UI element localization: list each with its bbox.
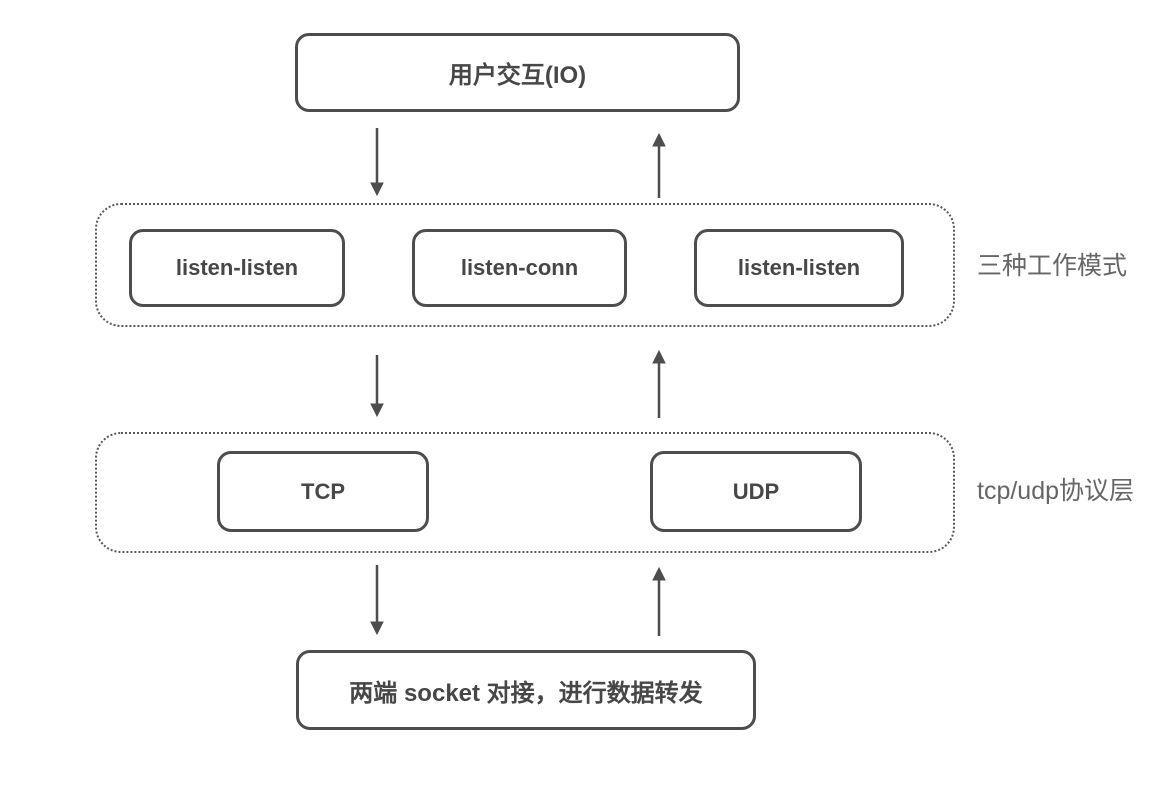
modes-band: listen-listen listen-conn listen-listen <box>95 203 955 327</box>
protocol-band: TCP UDP <box>95 432 955 553</box>
udp-label: UDP <box>732 478 780 504</box>
udp-box: UDP <box>650 451 862 532</box>
modes-band-side-label: 三种工作模式 <box>977 252 1128 280</box>
user-io-label: 用户交互(IO) <box>448 62 587 89</box>
tcp-label: TCP <box>301 478 345 504</box>
mode-box-label: listen-conn <box>460 255 579 280</box>
protocol-band-side-label: tcp/udp协议层 <box>977 477 1135 505</box>
mode-box-listen-listen-1: listen-listen <box>129 229 345 307</box>
mode-box-label: listen-listen <box>175 255 299 280</box>
tcp-box: TCP <box>217 451 429 532</box>
user-io-box: 用户交互(IO) <box>295 33 740 112</box>
socket-forward-label: 两端 socket 对接，进行数据转发 <box>349 679 703 707</box>
mode-box-label: listen-listen <box>737 255 861 280</box>
mode-box-listen-listen-2: listen-listen <box>694 229 904 307</box>
mode-box-listen-conn: listen-conn <box>412 229 627 307</box>
socket-forward-box: 两端 socket 对接，进行数据转发 <box>296 650 756 730</box>
